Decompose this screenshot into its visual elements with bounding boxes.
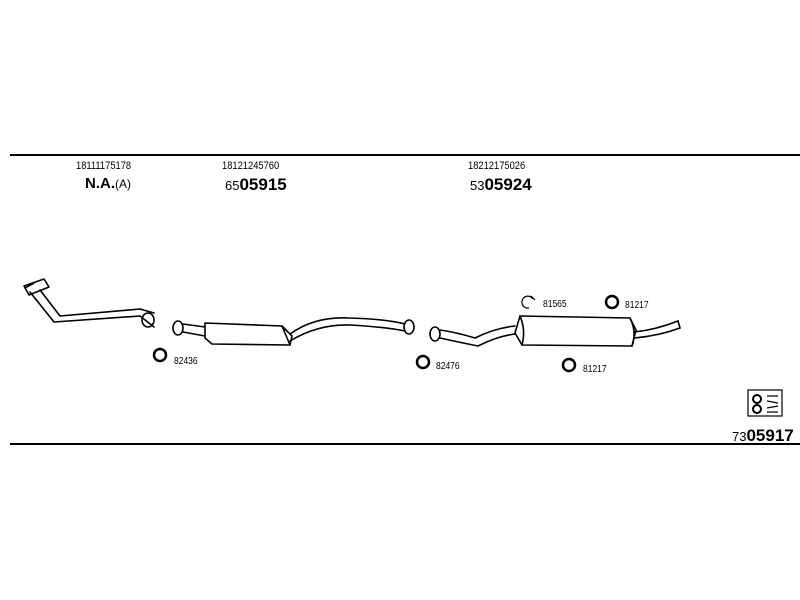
rear-silencer <box>429 315 681 347</box>
code-front-pipe-main: N.A. <box>85 175 115 192</box>
fitting-label: 82476 <box>436 361 460 372</box>
center-silencer <box>172 317 415 346</box>
clamp-ring-icon <box>415 354 431 370</box>
code-front-pipe: N.A.(A) <box>85 176 131 192</box>
footer-kit-code: 7305917 <box>732 427 794 445</box>
code-front-pipe-suffix: (A) <box>115 177 131 191</box>
code-center-silencer: 6505915 <box>225 176 287 194</box>
code-rear-silencer-main: 05924 <box>484 175 532 194</box>
top-rule <box>10 154 800 156</box>
code-rear-silencer-prefix: 53 <box>470 178 485 193</box>
fitting-label: 81217 <box>583 364 607 375</box>
part-number-center-silencer: 18121245760 <box>222 160 280 172</box>
clamp-ring-icon <box>604 294 620 310</box>
fitting-kit-icon <box>747 389 783 417</box>
part-number-front-pipe: 18111175178 <box>76 160 132 172</box>
fitting-label: 81217 <box>625 300 649 311</box>
code-center-silencer-main: 05915 <box>239 175 287 194</box>
fitting-label: 82436 <box>174 356 198 367</box>
fitting-label: 81565 <box>543 299 567 310</box>
front-pipe <box>23 278 155 328</box>
footer-kit-code-prefix: 73 <box>732 429 747 444</box>
code-center-silencer-prefix: 65 <box>225 178 240 193</box>
bottom-rule <box>10 443 800 445</box>
clamp-ring-icon <box>561 357 577 373</box>
part-number-rear-silencer: 18212175026 <box>468 160 526 172</box>
footer-kit-code-main: 05917 <box>746 426 794 445</box>
clamp-ring-icon <box>152 347 168 363</box>
code-rear-silencer: 5305924 <box>470 176 532 194</box>
open-clamp-icon <box>521 295 536 309</box>
